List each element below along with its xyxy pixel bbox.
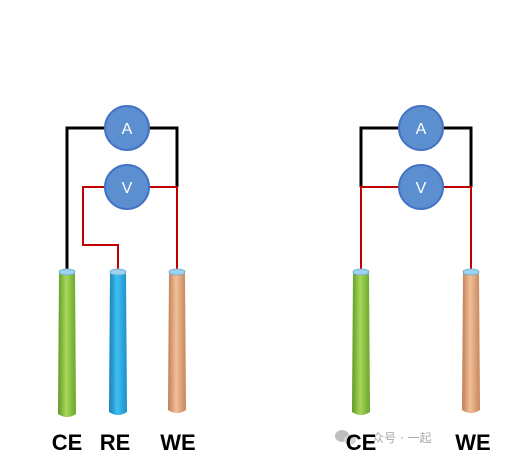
ammeter: A bbox=[104, 105, 150, 151]
current-wire-we bbox=[147, 126, 179, 187]
we-label: WE bbox=[455, 430, 490, 455]
working-electrode bbox=[462, 268, 480, 413]
voltage-wire-re bbox=[82, 186, 119, 270]
current-wire-we bbox=[443, 126, 473, 187]
voltage-wire-we bbox=[147, 186, 178, 270]
current-wire-ce bbox=[65, 126, 107, 270]
current-wire-ce bbox=[359, 126, 399, 187]
voltmeter: V bbox=[398, 164, 444, 210]
reference-electrode bbox=[109, 268, 127, 415]
voltage-wire-ce bbox=[360, 186, 399, 270]
counter-electrode bbox=[58, 268, 76, 417]
two-electrode-circuit: A V 众号 · 一起 CE WE bbox=[335, 105, 491, 455]
counter-electrode bbox=[352, 268, 370, 415]
watermark: 众号 · 一起 bbox=[335, 430, 431, 445]
ce-label: CE bbox=[52, 430, 83, 455]
working-electrode bbox=[168, 268, 186, 413]
voltmeter: V bbox=[104, 164, 150, 210]
voltmeter-label: V bbox=[122, 180, 133, 197]
voltage-wire-we bbox=[443, 186, 472, 270]
ce-label: CE bbox=[346, 430, 377, 455]
ammeter-label: A bbox=[416, 121, 427, 138]
ammeter-label: A bbox=[122, 121, 133, 138]
we-label: WE bbox=[160, 430, 195, 455]
ammeter: A bbox=[398, 105, 444, 151]
voltmeter-label: V bbox=[416, 180, 427, 197]
watermark-text: 众号 · 一起 bbox=[372, 431, 431, 445]
wechat-icon bbox=[335, 430, 356, 445]
re-label: RE bbox=[100, 430, 131, 455]
three-electrode-circuit: A V CE RE WE bbox=[52, 105, 196, 455]
